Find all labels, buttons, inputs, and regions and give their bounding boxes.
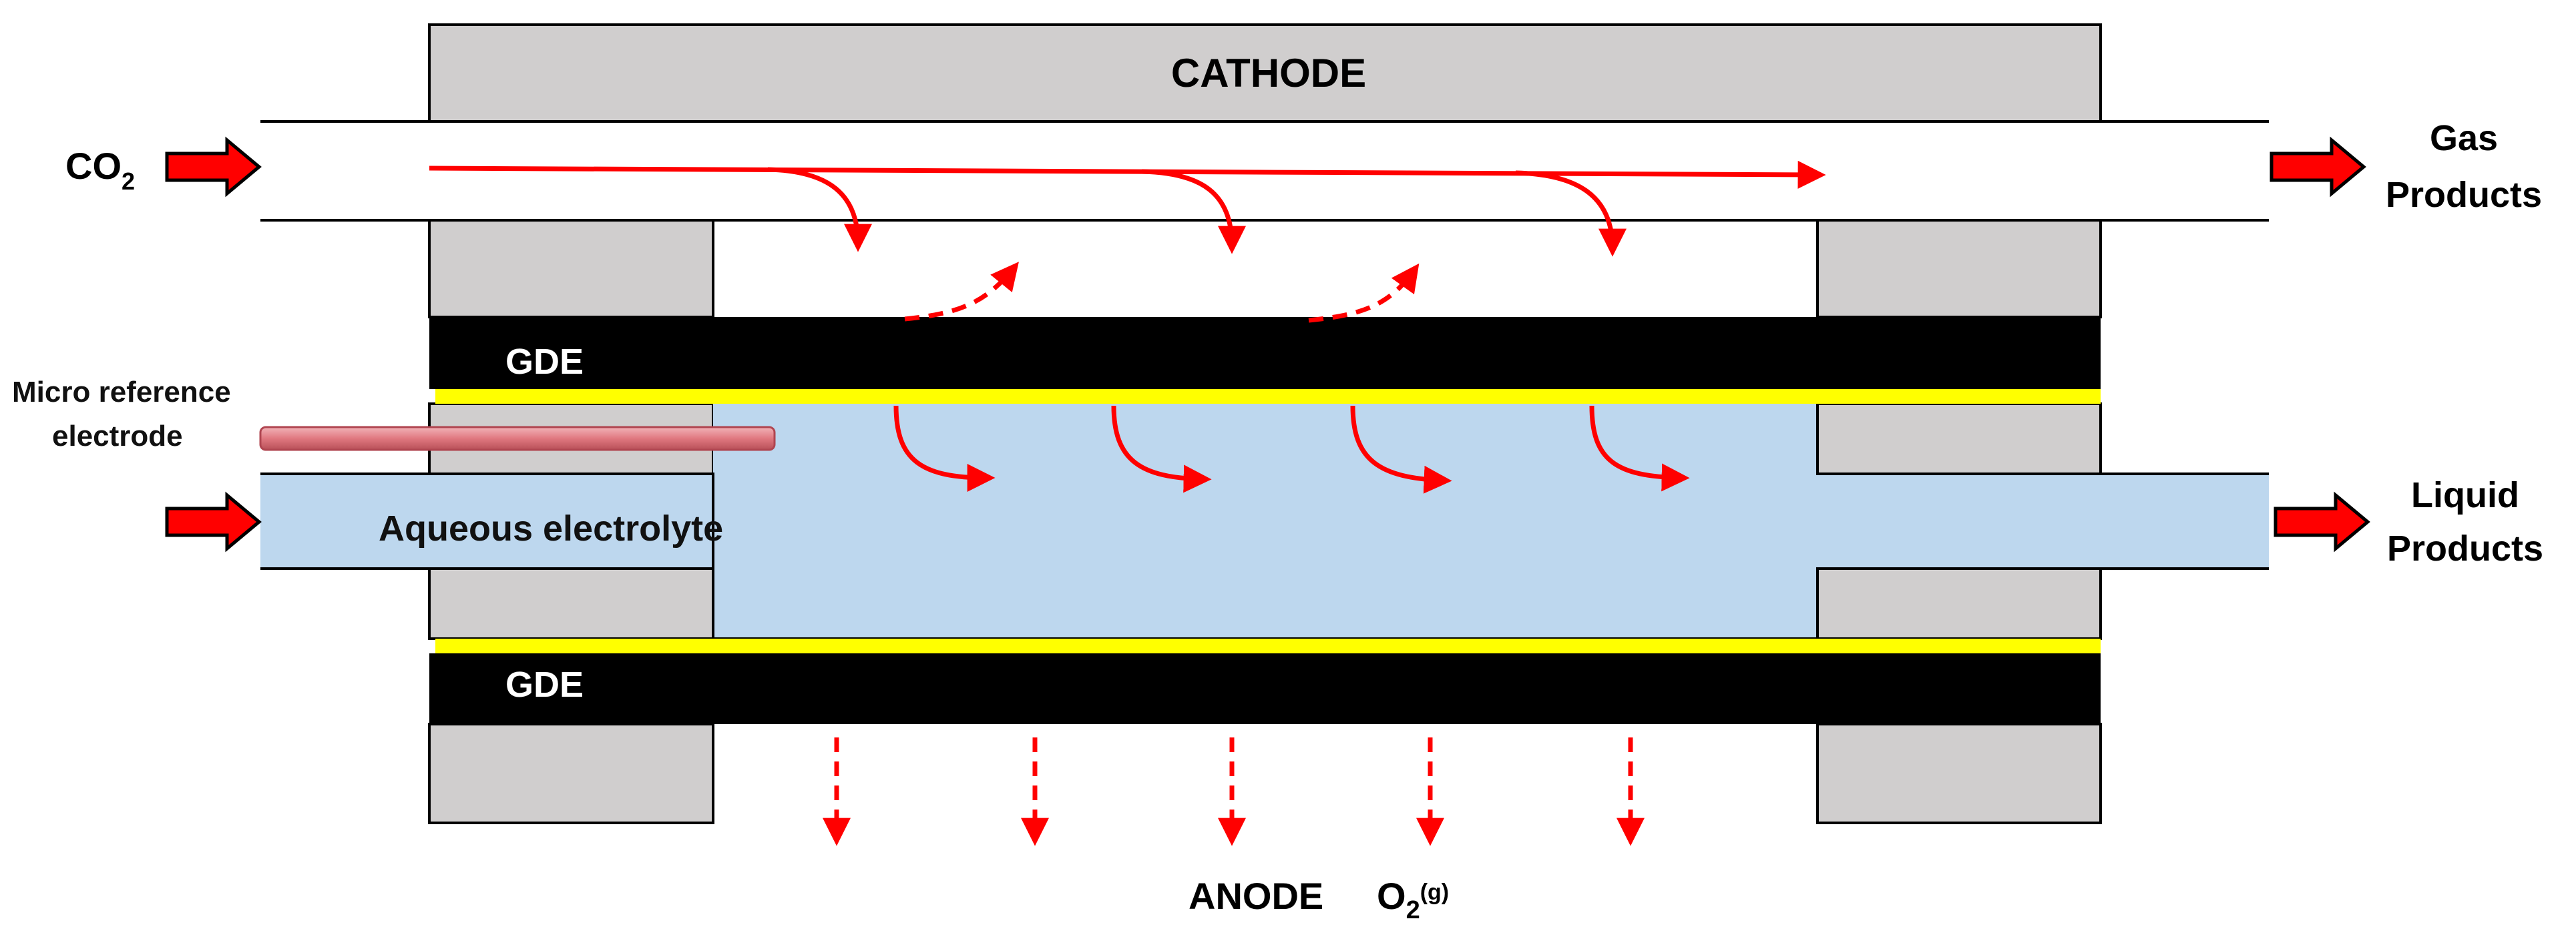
electrolyte-chamber xyxy=(713,404,1817,639)
cathode-label: CATHODE xyxy=(1171,51,1366,95)
gas-products-label-line1: Gas xyxy=(2430,118,2498,158)
side-block-lower-left xyxy=(428,723,714,824)
side-block-mid-right-upper xyxy=(1816,402,2102,475)
catalyst-film-bottom xyxy=(435,639,2101,653)
gas-outlet-arrow-icon xyxy=(2270,136,2366,198)
mre-label-line1: Micro reference xyxy=(12,376,231,408)
o2-label: O2(g) xyxy=(1377,875,1449,924)
gas-release-arrow-2-icon xyxy=(1308,263,1420,323)
mre-label-line2: electrode xyxy=(52,420,183,452)
liquid-outlet-arrow-icon xyxy=(2274,491,2370,553)
electrolyte-outlet-channel xyxy=(1817,474,2269,569)
side-block-mid-right-lower xyxy=(1816,567,2102,640)
co2-label: CO2 xyxy=(65,145,135,195)
liquid-flow-arrow-1-icon xyxy=(893,405,996,492)
gas-products-label-line2: Products xyxy=(2386,175,2542,215)
electrolyte-inlet-arrow-icon xyxy=(165,491,262,553)
gde-top-label: GDE xyxy=(505,342,584,382)
catalyst-film-top xyxy=(435,389,2101,404)
gde-bottom xyxy=(429,653,2101,724)
side-block-upper-left xyxy=(428,219,714,318)
anode-label: ANODE xyxy=(1189,875,1323,917)
micro-reference-electrode xyxy=(259,426,776,451)
liquid-flow-arrow-3-icon xyxy=(1350,405,1452,494)
gas-branch-arrow-3-icon xyxy=(1515,170,1627,257)
electrolyte-inlet-channel xyxy=(260,474,713,569)
liquid-flow-arrow-2-icon xyxy=(1111,405,1212,493)
side-block-lower-right xyxy=(1816,723,2102,824)
liquid-products-label-line2: Products xyxy=(2387,529,2543,569)
gas-branch-arrow-2-icon xyxy=(1141,169,1246,254)
cathode-block xyxy=(428,23,2102,123)
gas-release-arrow-1-icon xyxy=(904,262,1019,322)
liquid-flow-arrow-4-icon xyxy=(1589,405,1690,492)
co2-inlet-arrow-icon xyxy=(165,136,262,198)
gas-flow-arrow-icon xyxy=(429,160,1826,189)
liquid-products-label-line1: Liquid xyxy=(2411,475,2519,515)
gas-branch-arrow-1-icon xyxy=(767,167,872,252)
side-block-mid-left-lower xyxy=(428,567,714,640)
gde-bottom-label: GDE xyxy=(505,665,584,705)
side-block-upper-right xyxy=(1816,219,2102,318)
electrolyte-label: Aqueous electrolyte xyxy=(379,509,723,549)
gde-top xyxy=(429,317,2101,389)
